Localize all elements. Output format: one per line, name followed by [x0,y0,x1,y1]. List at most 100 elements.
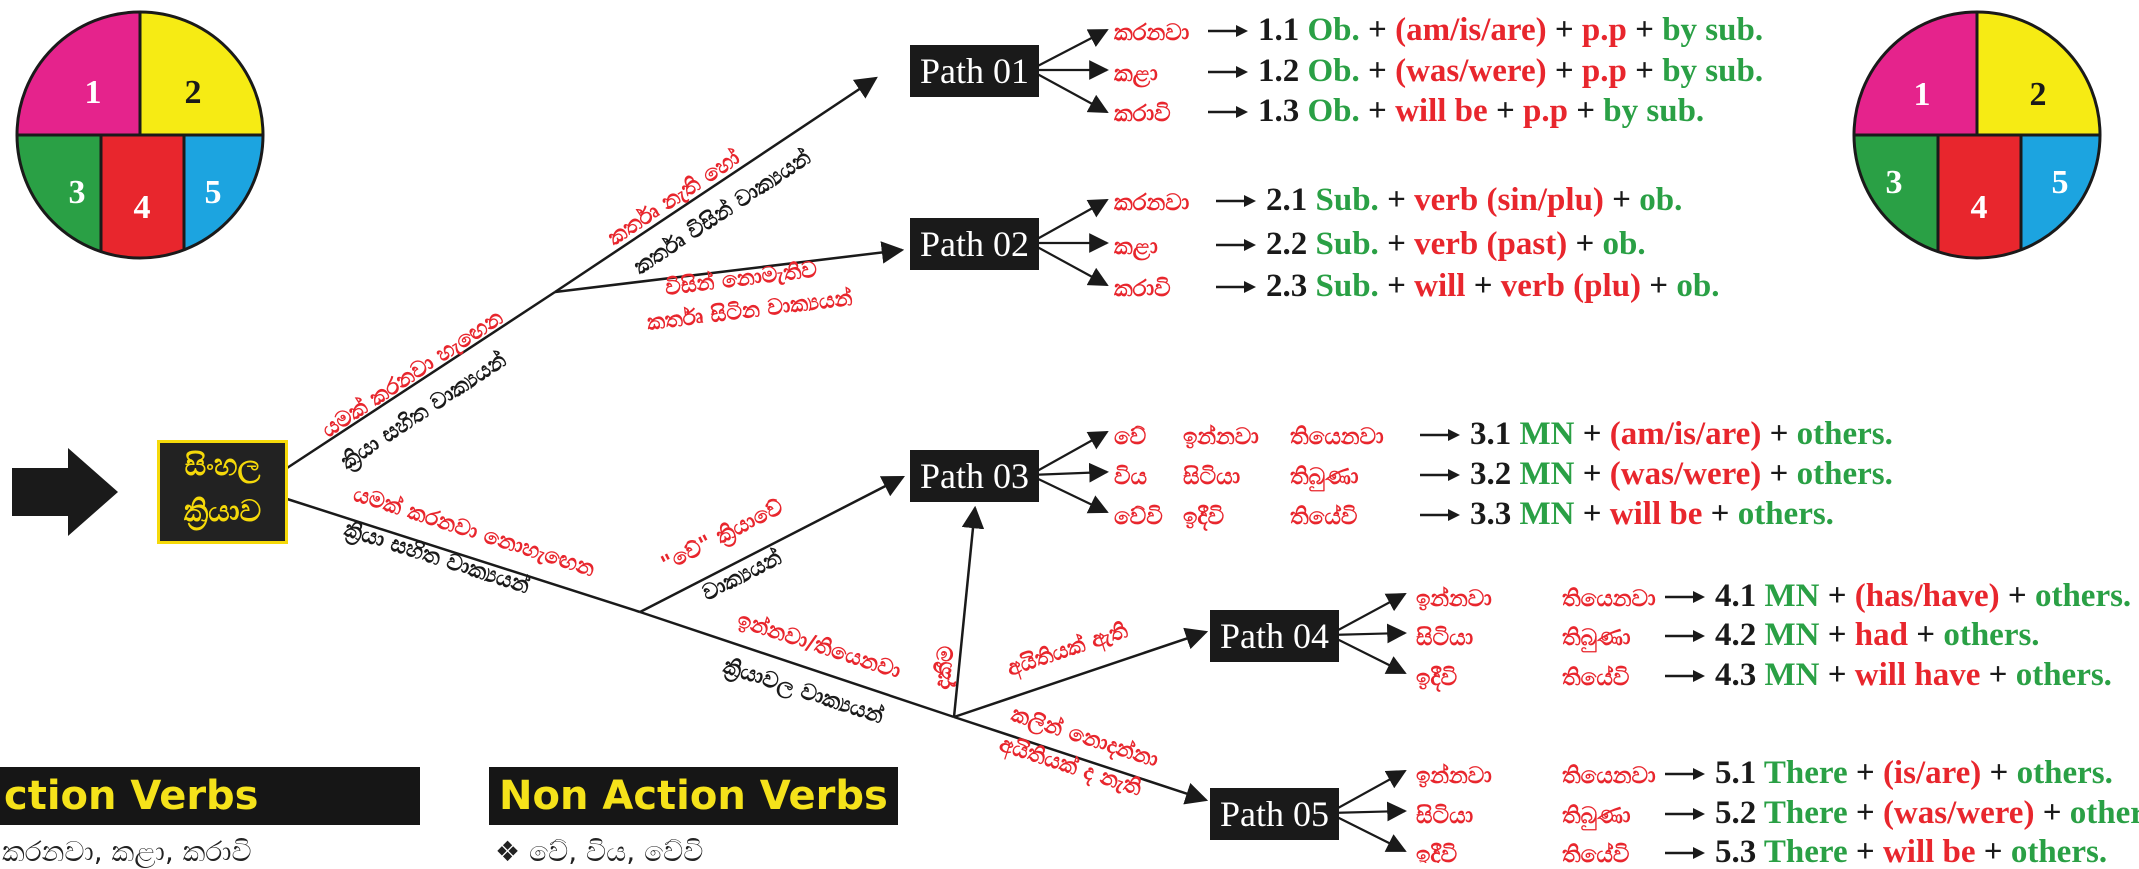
rule-part: + [1627,53,1662,89]
rule-part: others. [2016,657,2112,693]
rule-part: + [1574,496,1609,532]
rule-part: Ob. [1308,53,1360,89]
rule-part: + [1379,268,1414,304]
rule-part: (am/is/are) [1610,416,1762,452]
rule-part: MN [1765,617,1820,653]
rule-cue-word: කරනවා [1114,20,1190,46]
rule-cue-word: විය [1114,464,1148,490]
rule-part: others. [2011,834,2107,863]
pie-right-label-2: 2 [2030,76,2047,113]
pie-left-label-4: 4 [134,189,151,226]
rule-cue-word: ඉන්නවා [1416,763,1492,789]
rule-part: There [1764,755,1848,791]
rule-cue-word: සිටියා [1183,464,1241,490]
pie-left-label-3: 3 [69,174,86,211]
rule-part: + [1360,93,1395,129]
rule-part: (am/is/are) [1395,12,1547,48]
rule-part: + [1848,755,1883,791]
rule-part: Ob. [1308,93,1360,129]
rule-part: p.p [1582,12,1627,48]
rule-formula-4.3: 4.3 MN + will have + others. [1715,657,2112,693]
rule-part: + [1702,496,1737,532]
rule-part: + [1465,268,1500,304]
rule-number: 3.2 [1470,456,1520,492]
root-node: සිංහල ක්‍රියාව [157,440,288,544]
rule-part: + [1981,755,2016,791]
path-box-02: Path 02 [910,218,1040,270]
rule-part: + [1819,578,1854,614]
rule-formula-3.2: 3.2 MN + (was/were) + others. [1470,456,1893,492]
rule-cue-word: ඉන්නවා [1183,424,1259,450]
rule-part: + [1819,617,1854,653]
rule-part: + [1574,416,1609,452]
rule-part: + [1360,53,1395,89]
right-arrow-icon [1665,768,1705,780]
rule-cue-word: තියේවි [1562,842,1630,863]
rule-cue-word: සිටියා [1416,803,1474,829]
right-arrow-icon [1420,429,1460,441]
rule-number: 5.3 [1715,834,1764,863]
rule-cue-word: කරනවා [1114,190,1190,216]
rule-part: verb (past) [1414,226,1567,262]
rule-cue-word: වේවි [1114,504,1163,530]
rule-part: + [1848,795,1883,831]
rule-part: MN [1520,496,1575,532]
pie-right-segment-4 [1938,135,2021,258]
root-line-2: ක්‍රියාව [183,494,262,529]
right-arrow-icon [1420,509,1460,521]
rule-formula-4.2: 4.2 MN + had + others. [1715,617,2040,653]
rule-part: p.p [1582,53,1627,89]
rule-part: by sub. [1662,53,1763,89]
rule-part: (was/were) [1610,456,1762,492]
right-arrow-icon [1216,195,1256,207]
rule-part: others. [1797,416,1893,452]
right-arrow-icon [1665,808,1705,820]
rule-formula-5.1: 5.1 There + (is/are) + others. [1715,755,2113,791]
pie-right-label-5: 5 [2052,164,2069,201]
non-action-verbs-bullet: ❖ වේ, විය, වේවි [495,835,704,868]
rule-number: 1.2 [1258,53,1308,89]
rule-part: Sub. [1316,226,1379,262]
right-arrow-icon [1216,239,1256,251]
rule-part: + [1980,657,2015,693]
rule-part: MN [1520,416,1575,452]
rule-part: + [1848,834,1883,863]
pie-left-label-5: 5 [205,174,222,211]
rule-number: 2.2 [1266,226,1316,262]
pie-left: 1 2 3 4 5 [15,10,265,260]
rule-part: others. [2070,795,2139,831]
rule-part: MN [1520,456,1575,492]
rule-part: p.p [1523,93,1568,129]
rule-part: verb (sin/plu) [1414,182,1604,218]
rule-part: by sub. [1603,93,1704,129]
rule-cue-word: කළා [1114,234,1158,261]
right-arrow-icon [1208,25,1248,37]
rule-number: 2.1 [1266,182,1316,218]
rule-part: had [1855,617,1908,653]
rule-part: + [1641,268,1676,304]
right-arrow-icon [1665,591,1705,603]
rule-cue-word: ඉදීවි [1416,842,1458,863]
rule-cue-word: වේ [1114,424,1147,450]
path-box-04: Path 04 [1210,610,1340,662]
rule-part: will be [1395,93,1488,129]
rule-part: others. [1738,496,1834,532]
action-verbs-header: ction Verbs [0,767,420,825]
pie-right-label-1: 1 [1914,76,1931,113]
rule-part: (is/are) [1883,755,1981,791]
rule-part: There [1764,795,1848,831]
rule-cue-word: සිටියා [1416,625,1474,651]
pie-right-label-4: 4 [1971,189,1988,226]
rule-formula-5.2: 5.2 There + (was/were) + others. [1715,795,2139,831]
rule-number: 5.1 [1715,755,1764,791]
path-box-05: Path 05 [1210,788,1340,840]
rule-part: will be [1610,496,1703,532]
rule-part: + [1379,182,1414,218]
rule-part: MN [1765,657,1820,693]
rule-formula-4.1: 4.1 MN + (has/have) + others. [1715,578,2131,614]
rule-formula-1.2: 1.2 Ob. + (was/were) + p.p + by sub. [1258,53,1763,89]
right-arrow-icon [1665,847,1705,859]
